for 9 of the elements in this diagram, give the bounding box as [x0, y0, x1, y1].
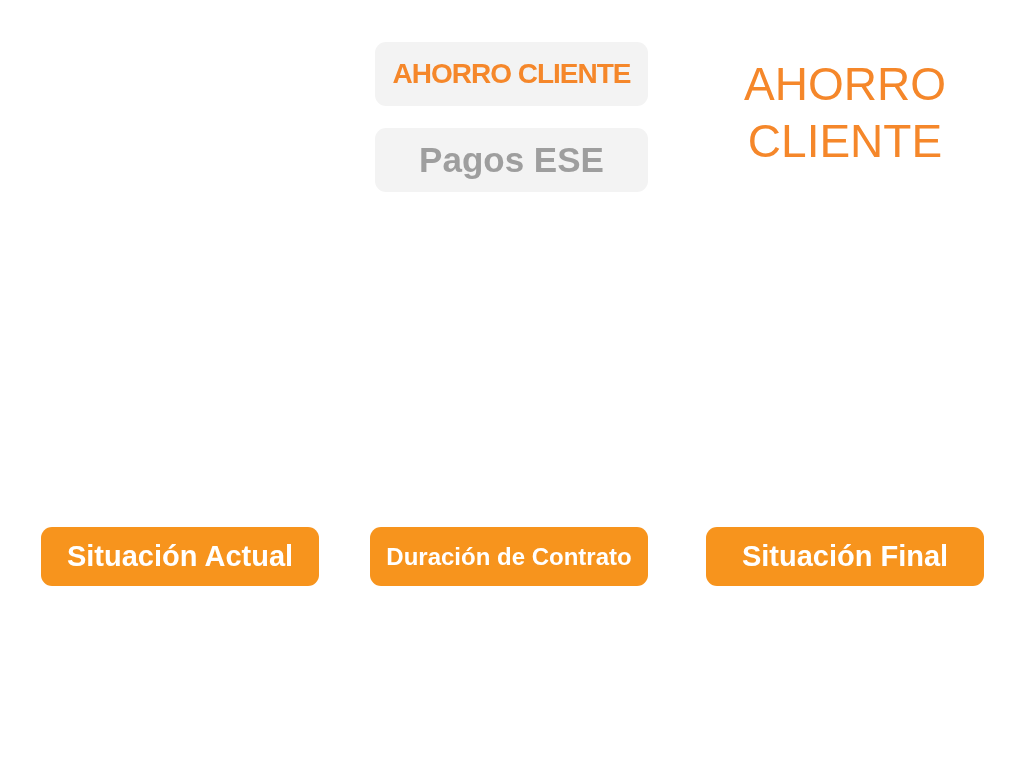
- box-title: Pagos ESE: [419, 140, 604, 180]
- stage-title: Situación Final: [741, 540, 949, 573]
- stage-title: Duración de Contrato: [386, 542, 632, 571]
- box-title: AHORRO CLIENTE: [392, 58, 631, 90]
- stage-title: Situación Actual: [66, 540, 294, 573]
- heading-text: AHORRO CLIENTE: [743, 57, 947, 169]
- stage-box: [41, 527, 319, 586]
- stage-box: [706, 527, 984, 586]
- stage-box: [370, 527, 648, 586]
